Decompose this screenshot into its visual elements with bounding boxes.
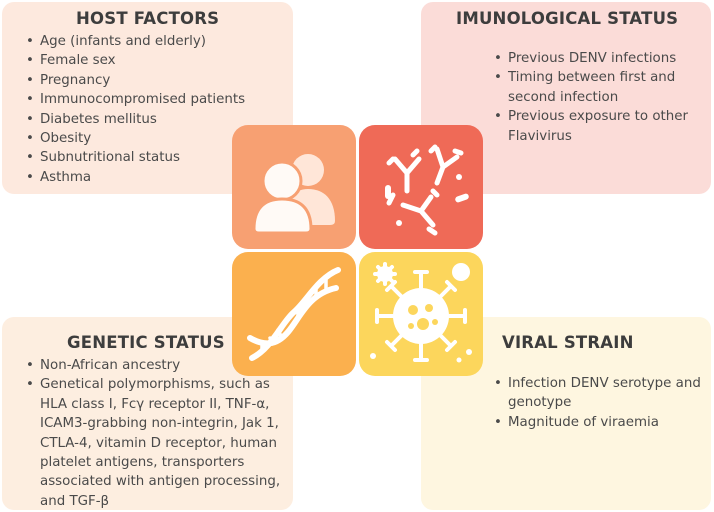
genetic-status-tile	[232, 252, 356, 376]
genetic-status-list: Non-African ancestry Genetical polymorph…	[24, 356, 290, 511]
host-factors-title: HOST FACTORS	[76, 9, 220, 28]
list-item: Diabetes mellitus	[24, 110, 289, 130]
list-item: Obesity	[24, 129, 289, 149]
list-item: Non-African ancestry	[24, 356, 290, 376]
list-item: Immunocompromised patients	[24, 90, 289, 110]
virus-icon	[370, 262, 472, 363]
antibody-icon	[385, 144, 469, 236]
list-item: Timing between first and second infectio…	[492, 68, 702, 107]
list-item: Female sex	[24, 51, 289, 71]
list-item: Infection DENV serotype and genotype	[492, 374, 702, 413]
viral-strain-list: Infection DENV serotype and genotype Mag…	[492, 374, 702, 433]
genetic-status-title: GENETIC STATUS	[67, 333, 225, 352]
people-icon	[252, 154, 335, 235]
list-item: Asthma	[24, 168, 289, 188]
immunological-status-tile	[359, 125, 483, 249]
viral-strain-title: VIRAL STRAIN	[502, 333, 634, 352]
list-item: Age (infants and elderly)	[24, 32, 289, 52]
dna-icon	[247, 267, 341, 361]
list-item: Subnutritional status	[24, 148, 289, 168]
immunological-status-title: IMUNOLOGICAL STATUS	[456, 9, 679, 28]
list-item: Magnitude of viraemia	[492, 413, 702, 433]
list-item: Previous exposure to other Flavivirus	[492, 107, 702, 146]
list-item: Pregnancy	[24, 71, 289, 91]
immunological-status-list: Previous DENV infections Timing between …	[492, 49, 702, 146]
list-item: Previous DENV infections	[492, 49, 702, 69]
host-factors-list: Age (infants and elderly) Female sex Pre…	[24, 32, 289, 188]
list-item: Genetical polymorphisms, such as HLA cla…	[24, 375, 290, 511]
viral-strain-tile	[359, 252, 483, 376]
host-factors-tile	[232, 125, 356, 249]
